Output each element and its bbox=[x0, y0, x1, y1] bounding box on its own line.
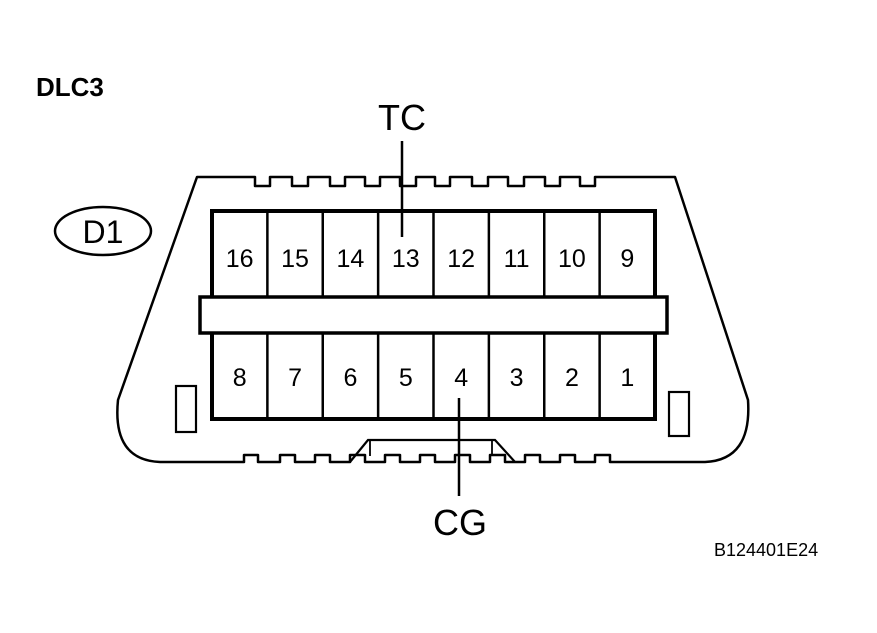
top-pin-10: 10 bbox=[558, 245, 586, 273]
bottom-pin-2: 2 bbox=[565, 364, 579, 392]
cg-callout-label: CG bbox=[433, 502, 487, 543]
bottom-pin-1: 1 bbox=[620, 364, 634, 392]
tc-callout-label: TC bbox=[378, 97, 426, 138]
top-pin-15: 15 bbox=[281, 245, 309, 273]
diagram-title: DLC3 bbox=[36, 72, 104, 102]
top-pin-14: 14 bbox=[337, 245, 365, 273]
connector-housing bbox=[116, 175, 750, 464]
bottom-pin-labels: 8 7 6 5 4 3 2 1 bbox=[233, 364, 635, 392]
bottom-pin-8: 8 bbox=[233, 364, 247, 392]
top-pin-labels: 16 15 14 13 12 11 10 9 bbox=[226, 245, 634, 273]
key-notch bbox=[349, 438, 516, 463]
connector-id-ellipse bbox=[53, 205, 153, 257]
right-latch-slot bbox=[667, 390, 691, 438]
bottom-pin-3: 3 bbox=[510, 364, 524, 392]
top-pin-12: 12 bbox=[447, 245, 475, 273]
bottom-pin-5: 5 bbox=[399, 364, 413, 392]
top-pin-13: 13 bbox=[392, 245, 420, 273]
bottom-pin-4: 4 bbox=[454, 364, 468, 392]
center-separator bbox=[198, 295, 669, 335]
pin-dividers bbox=[266, 211, 601, 419]
bottom-pin-7: 7 bbox=[288, 364, 302, 392]
left-latch-slot bbox=[174, 384, 198, 434]
top-pin-16: 16 bbox=[226, 245, 254, 273]
top-pin-9: 9 bbox=[620, 245, 634, 273]
bottom-pin-6: 6 bbox=[343, 364, 357, 392]
figure-code: B124401E24 bbox=[714, 540, 819, 560]
top-pin-11: 11 bbox=[504, 245, 530, 273]
connector-id-label: D1 bbox=[83, 214, 124, 250]
